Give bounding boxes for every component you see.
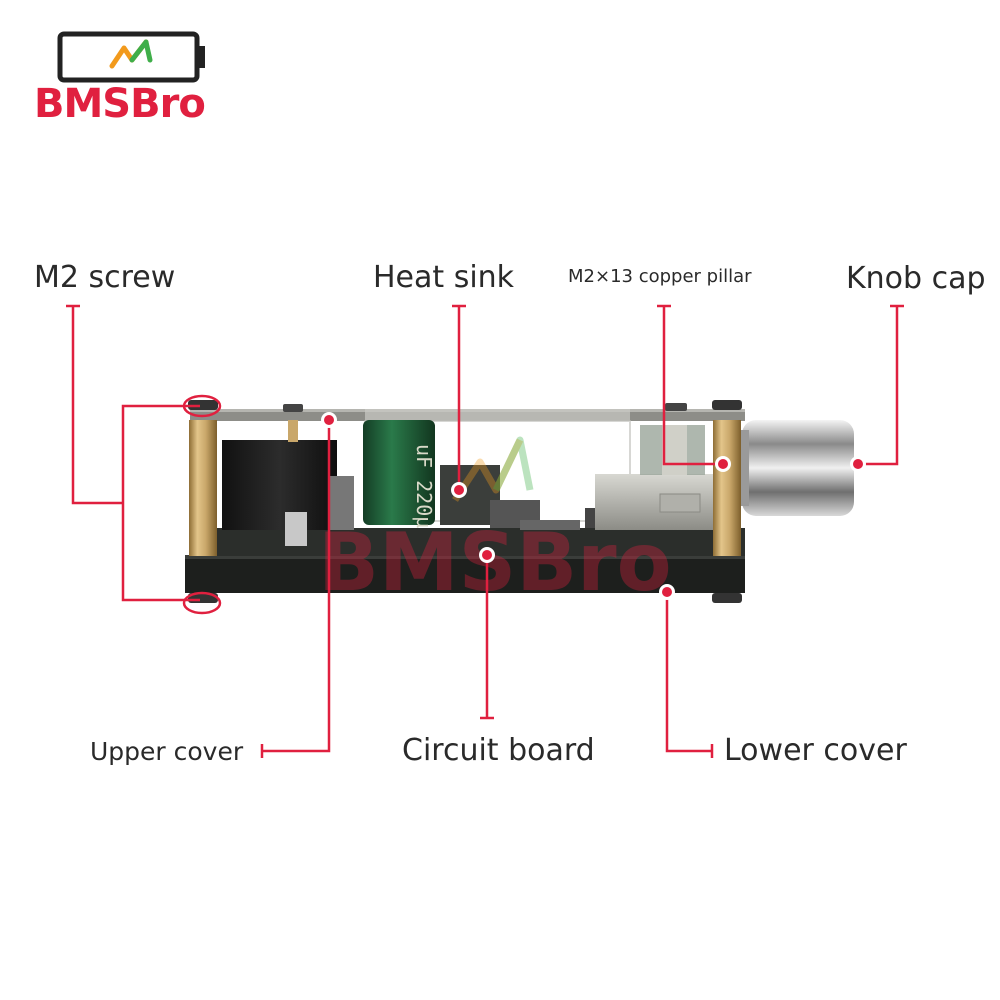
pcb [190,528,745,556]
label-circuit-board: Circuit board [402,733,595,768]
label-upper-cover: Upper cover [90,737,244,766]
label-knob-cap: Knob cap [846,261,986,296]
brand-logo: BMSBro [30,30,230,140]
watermark: BMSBro [318,516,672,609]
label-lower-cover: Lower cover [724,733,907,768]
callout-lines [66,304,904,758]
label-copper-pillar: M2×13 copper pillar [568,266,752,287]
audio-jack [222,440,337,530]
knob-cap-shape [742,420,854,516]
copper-pillar-left [189,420,217,556]
callout-dots [321,412,866,600]
brand-name: BMSBro [34,81,206,127]
battery-bolt-icon [57,31,205,83]
lower-cover-plate [185,555,745,593]
label-heat-sink: Heat sink [373,260,515,295]
copper-pillar-right [713,420,741,556]
capacitor [363,420,435,525]
label-m2-screw: M2 screw [34,260,176,295]
capacitor-label: uF 220µ [412,444,436,528]
